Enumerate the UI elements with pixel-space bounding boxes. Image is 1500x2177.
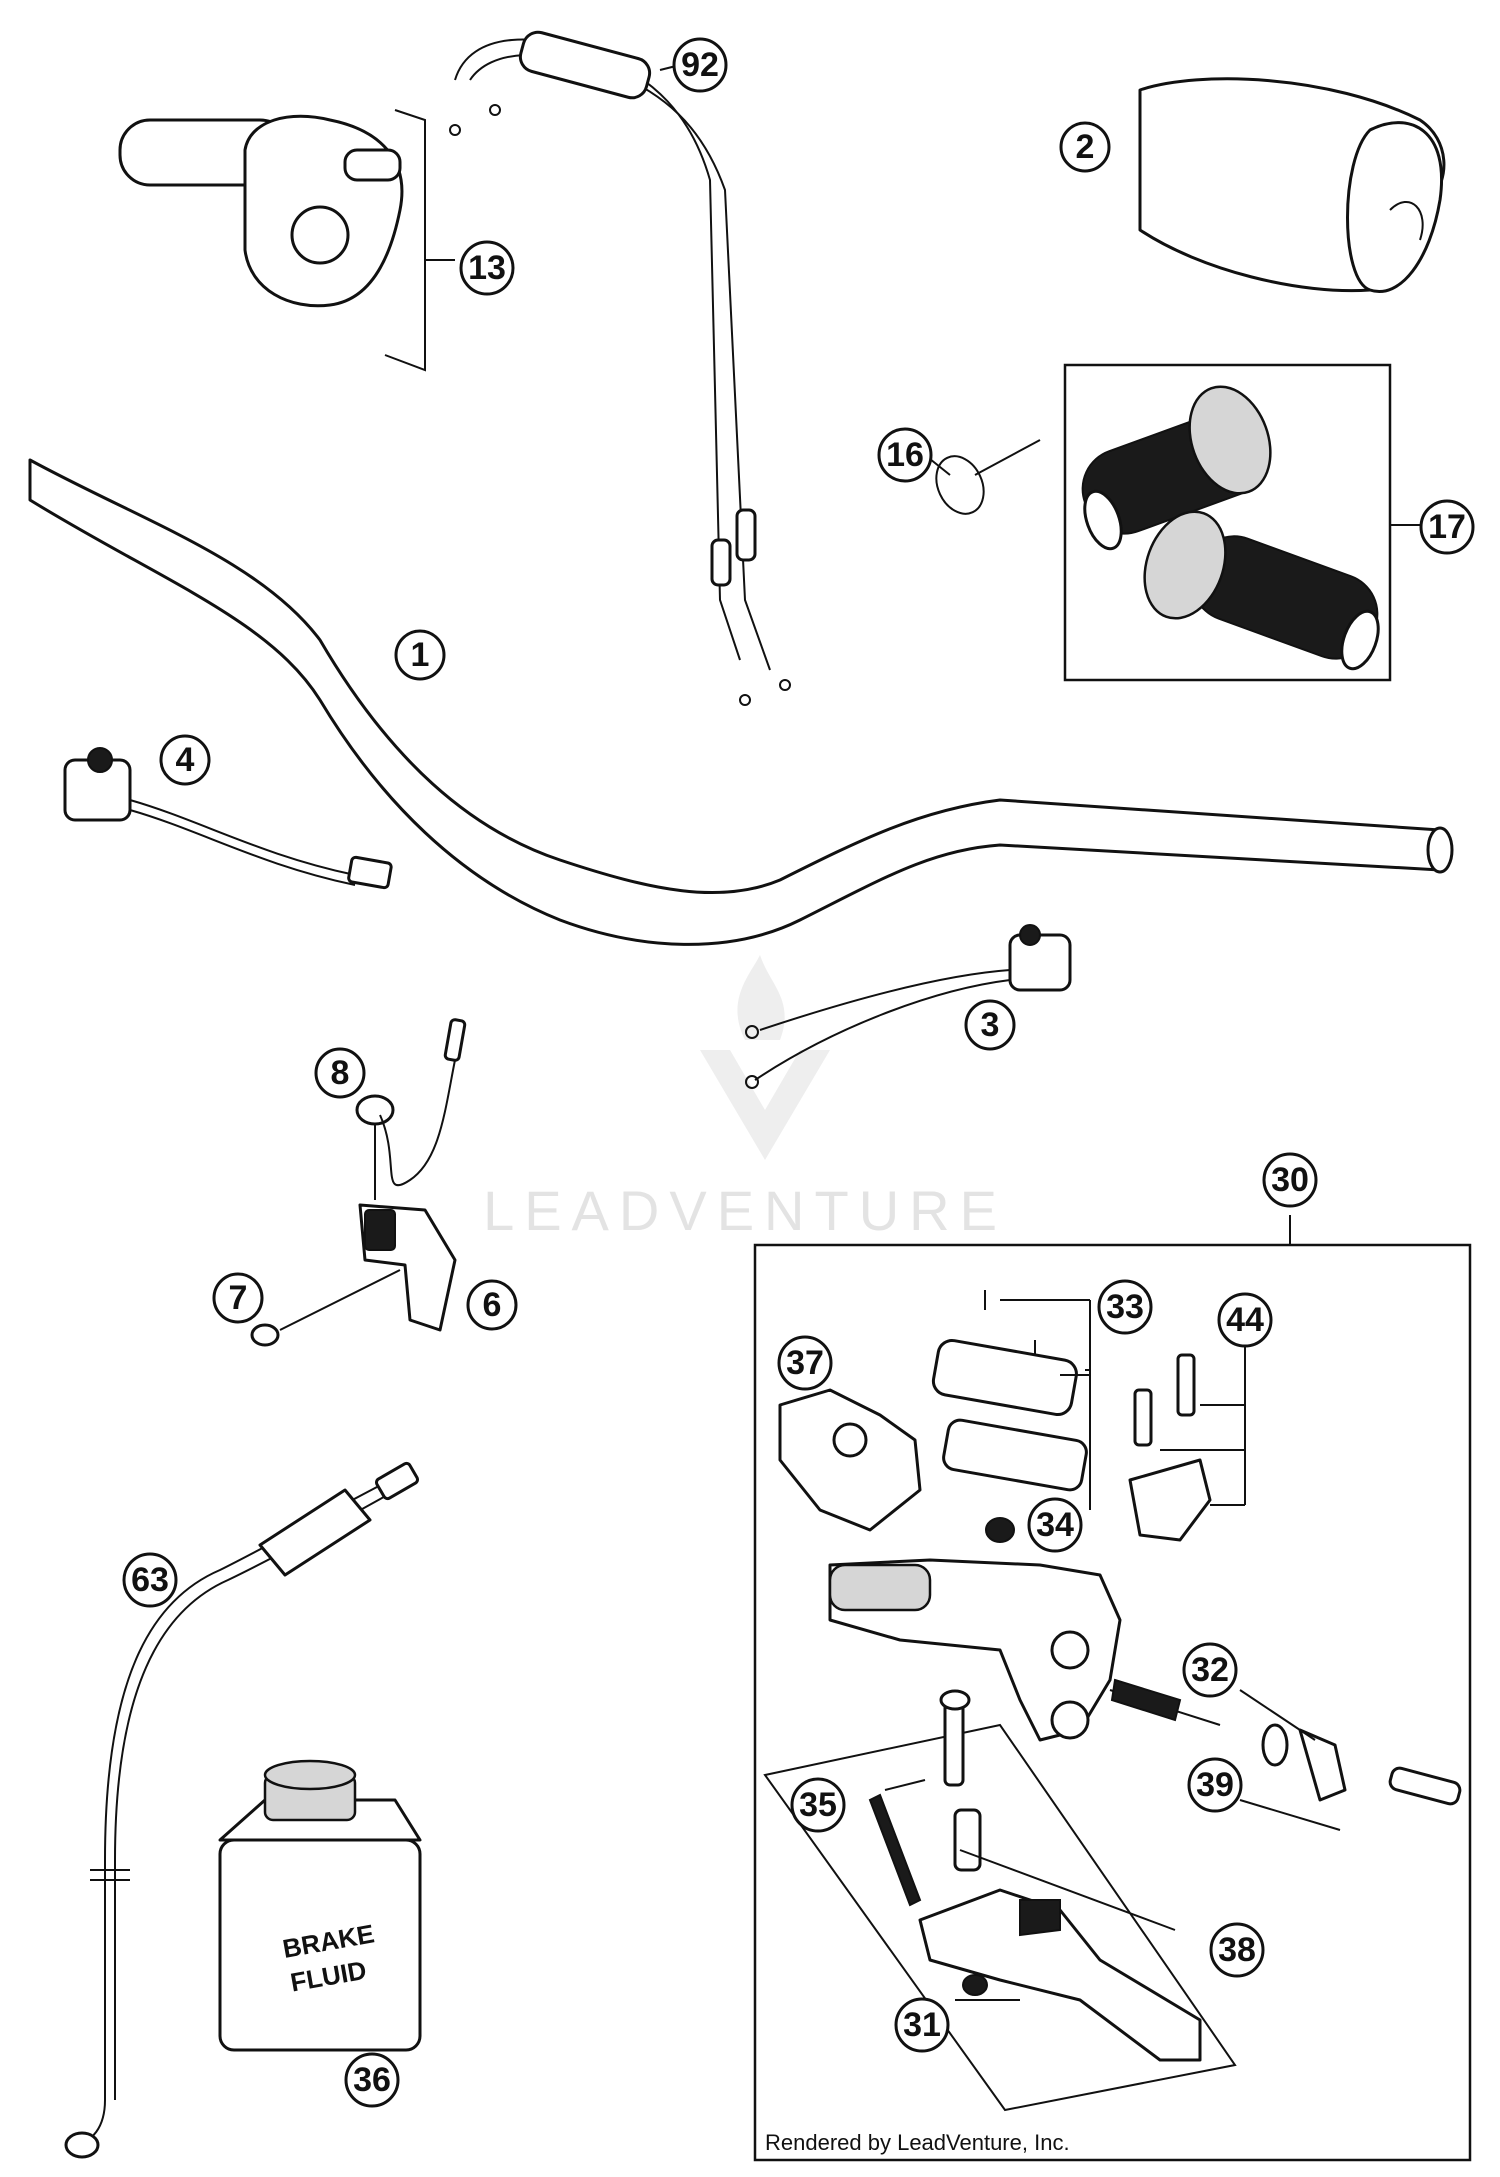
callout-38: 38 [1209,1922,1265,1978]
callout-17: 17 [1419,499,1475,555]
callout-34: 34 [1027,1497,1083,1553]
callout-16: 16 [877,427,933,483]
callout-30-label: 30 [1271,1161,1309,1199]
callout-3: 3 [964,999,1016,1051]
callout-39-label: 39 [1196,1766,1234,1804]
brake-cable [64,1461,419,2159]
brake-light-switch [355,1018,467,1200]
callout-31-label: 31 [903,2006,941,2044]
callout-33-label: 33 [1106,1288,1144,1326]
callout-63: 63 [122,1552,178,1608]
callout-32-label: 32 [1191,1651,1229,1689]
callout-44: 44 [1217,1292,1273,1348]
callout-6: 6 [466,1279,518,1331]
callout-13: 13 [459,240,515,296]
master-cylinder-assembly [763,1290,1462,2112]
handlebar-pad [1138,77,1446,293]
callout-16-label: 16 [886,436,924,474]
grips [1081,385,1380,671]
callout-3-label: 3 [981,1006,1000,1044]
callout-34-label: 34 [1036,1506,1074,1544]
callout-37: 37 [777,1335,833,1391]
master-cylinder-frame [753,1243,1472,2162]
footer-credit: Rendered by LeadVenture, Inc. [765,2130,1070,2155]
callout-2: 2 [1059,121,1111,173]
callout-33: 33 [1097,1279,1153,1335]
callout-63-label: 63 [131,1561,169,1599]
callout-39: 39 [1187,1757,1243,1813]
callout-35-label: 35 [799,1786,837,1824]
callout-7: 7 [212,1272,264,1324]
callout-13-label: 13 [468,249,506,287]
callout-92: 92 [672,37,728,93]
callout-1-label: 1 [411,636,430,674]
callout-36: 36 [344,2052,400,2108]
leaders [425,64,1341,2001]
callout-6-label: 6 [483,1286,502,1324]
handlebar [28,458,1442,946]
callout-4: 4 [159,734,211,786]
callout-2-label: 2 [1076,128,1095,166]
callout-92-label: 92 [681,46,719,84]
callout-31: 31 [894,1997,950,2053]
callout-32: 32 [1182,1642,1238,1698]
screw [250,1323,280,1347]
callout-4-label: 4 [176,741,195,779]
callout-35: 35 [790,1777,846,1833]
handlebar-end [1426,826,1454,874]
callout-8: 8 [314,1047,366,1099]
watermark-logo-icon [700,1050,830,1160]
callout-36-label: 36 [353,2061,391,2099]
callout-7-label: 7 [229,1279,248,1317]
watermark: LEADVENTURE [483,955,1007,1242]
watermark-flame-icon [737,955,785,1040]
throttle-cables [449,30,791,706]
cable-tie [935,439,1041,515]
brake-fluid-bottle: BRAKE FLUID [218,1759,422,2052]
grips-frame [1063,363,1392,682]
callout-8-label: 8 [331,1054,350,1092]
callout-44-label: 44 [1226,1301,1264,1339]
callout-30: 30 [1262,1152,1318,1208]
callout-38-label: 38 [1218,1931,1256,1969]
switch-bracket [279,1203,457,1332]
callout-1: 1 [394,629,446,681]
watermark-text: LEADVENTURE [483,1179,1007,1242]
callout-17-label: 17 [1428,508,1466,546]
left-switch [63,747,393,890]
callout-37-label: 37 [786,1344,824,1382]
throttle-housing [118,109,426,372]
right-switch [745,924,1072,1089]
